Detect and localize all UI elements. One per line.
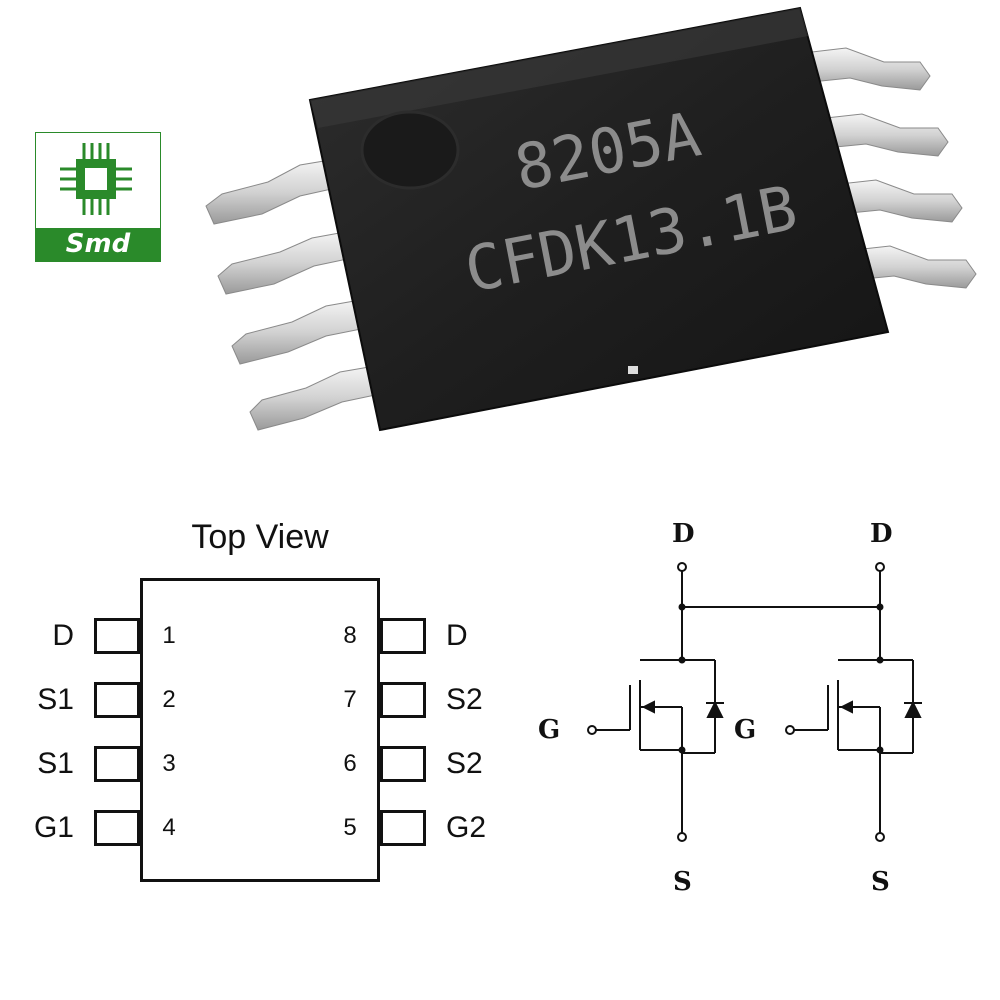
chip-left-leads [205, 159, 381, 431]
mosfet-2-gate-label: G [734, 715, 756, 745]
mosfet-2 [785, 562, 922, 842]
pin-pad-5 [380, 810, 426, 846]
pin-pad-2 [94, 682, 140, 718]
pin-number-6: 6 [343, 750, 357, 777]
pin1-dimple [360, 110, 460, 190]
pin-pad-7 [380, 682, 426, 718]
pin-number-7: 7 [343, 686, 357, 713]
chip-photo: 8205A CFDK13.1B [205, 6, 977, 432]
smd-logo: Smd [35, 132, 161, 262]
pin-number-3: 3 [162, 750, 176, 777]
pin-pad-6 [380, 746, 426, 782]
pin-label-7: S2 [446, 683, 483, 716]
pin-label-4: G1 [33, 811, 74, 844]
pin-number-5: 5 [343, 814, 357, 841]
pin-label-5: G2 [446, 811, 487, 844]
mosfet-2-drain-label: D [870, 519, 893, 549]
chip-right-leads [811, 47, 977, 289]
chip-icon [60, 143, 132, 215]
pin-pad-1 [94, 618, 140, 654]
mosfet-1-drain-label: D [672, 519, 695, 549]
pin-label-2: S1 [37, 683, 74, 716]
mosfet-1 [587, 562, 724, 842]
ic-package-outline [140, 578, 380, 882]
top-view-title: Top View [191, 518, 329, 556]
pin-number-4: 4 [162, 814, 176, 841]
logo-text: Smd [65, 229, 131, 259]
pin-number-2: 2 [162, 686, 176, 713]
pin-label-3: S1 [37, 747, 74, 780]
pin-label-1: D [52, 619, 74, 652]
pin-pad-4 [94, 810, 140, 846]
mosfet-schematic: D G S D G S [538, 519, 922, 897]
mosfet-1-gate-label: G [538, 715, 560, 745]
mosfet-1-source-label: S [673, 867, 692, 897]
pin-label-6: S2 [446, 747, 483, 780]
pin-label-8: D [446, 619, 468, 652]
pin-number-1: 1 [162, 622, 176, 649]
pin-number-8: 8 [343, 622, 357, 649]
mosfet-2-source-label: S [871, 867, 890, 897]
pin-pad-3 [94, 746, 140, 782]
pin-pad-8 [380, 618, 426, 654]
